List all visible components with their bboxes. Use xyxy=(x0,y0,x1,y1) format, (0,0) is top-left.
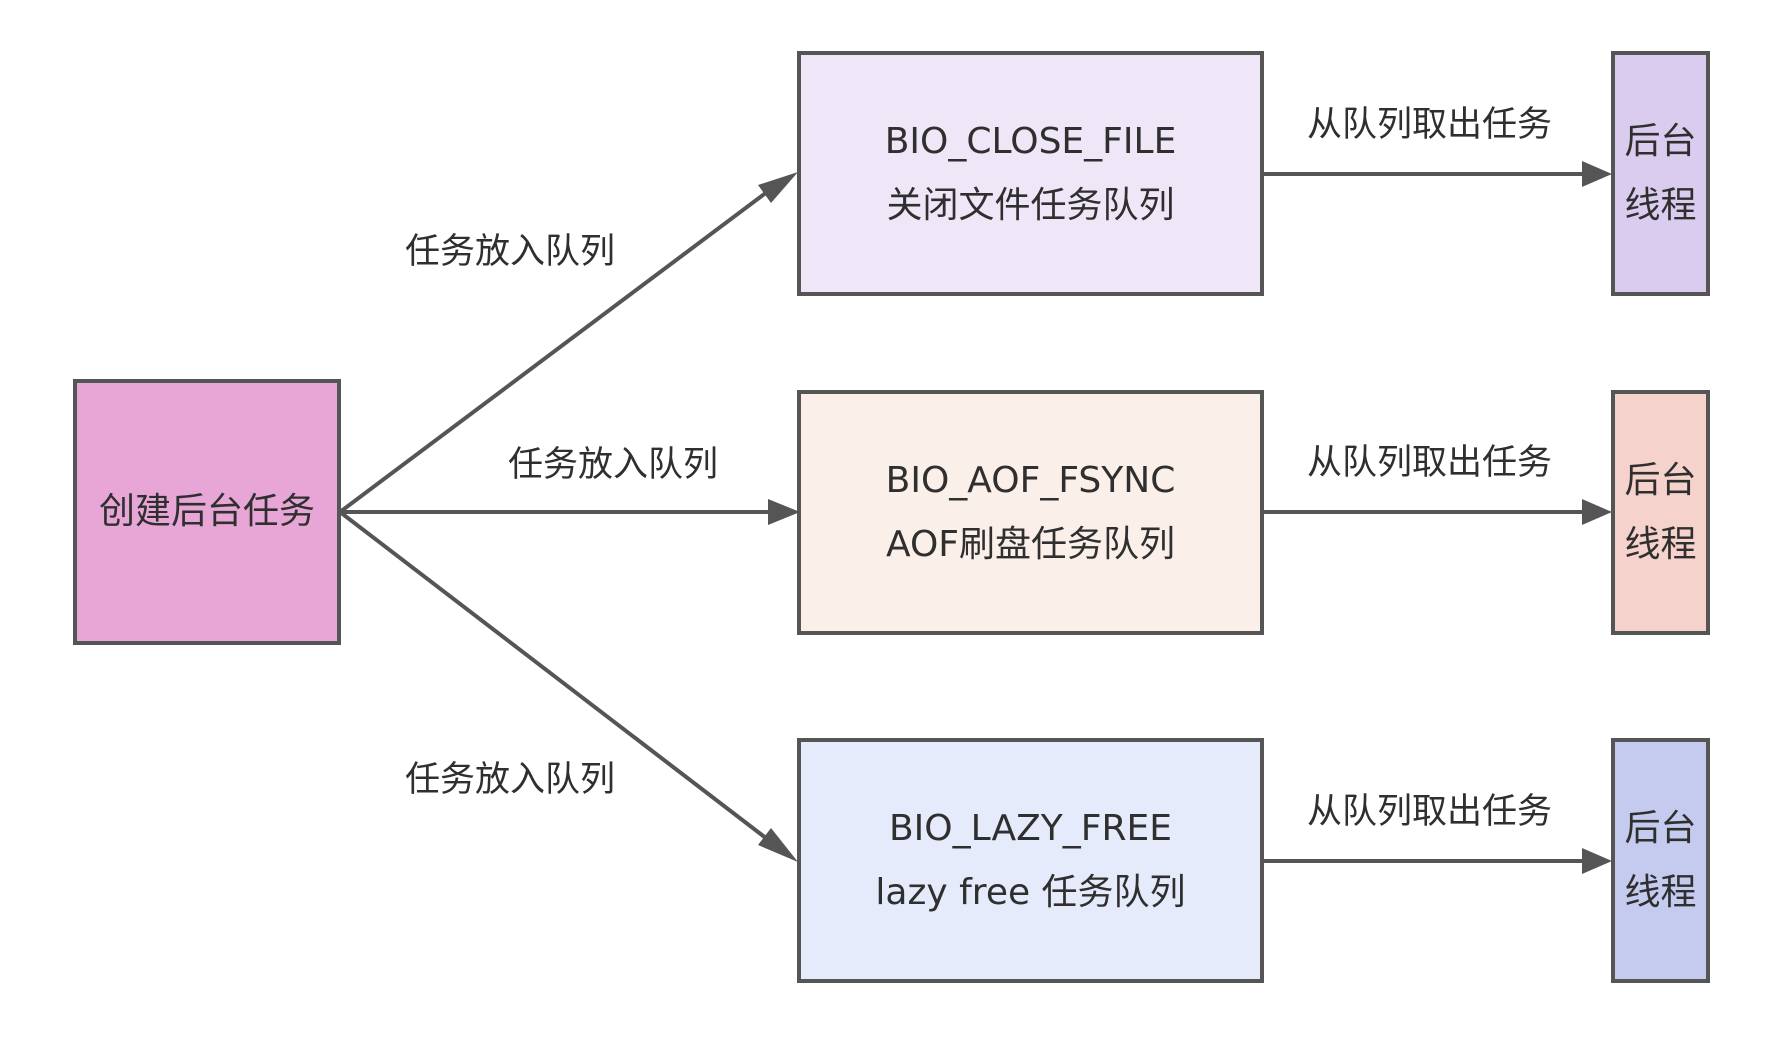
background-thread-2: 后台 线程 xyxy=(1611,390,1710,635)
arrowhead-lazy-free xyxy=(758,828,798,862)
arrowhead-thread-3 xyxy=(1582,848,1612,874)
thread-label-line2: 线程 xyxy=(1624,184,1697,226)
queue-bio-aof-fsync: BIO_AOF_FSYNC AOF刷盘任务队列 xyxy=(797,390,1264,635)
queue-description: lazy free 任务队列 xyxy=(875,871,1186,913)
edge-label-enqueue-lazy-free: 任务放入队列 xyxy=(405,760,616,800)
edge-label-enqueue-aof-fsync: 任务放入队列 xyxy=(508,445,719,485)
background-thread-3: 后台 线程 xyxy=(1611,738,1710,983)
thread-label-line1: 后台 xyxy=(1624,459,1697,501)
create-background-task-node: 创建后台任务 xyxy=(73,379,341,645)
queue-name: BIO_AOF_FSYNC xyxy=(885,459,1176,501)
create-background-task-label: 创建后台任务 xyxy=(98,491,315,532)
arrowhead-thread-1 xyxy=(1582,161,1612,187)
edge-label-dequeue-2: 从队列取出任务 xyxy=(1307,443,1553,483)
arrowhead-aof-fsync xyxy=(768,499,800,525)
queue-description: AOF刷盘任务队列 xyxy=(885,523,1176,565)
thread-label-line2: 线程 xyxy=(1624,871,1697,913)
thread-label-line1: 后台 xyxy=(1624,120,1697,162)
background-thread-1: 后台 线程 xyxy=(1611,51,1710,296)
edge-source-to-lazy-free xyxy=(338,510,777,847)
edge-label-dequeue-3: 从队列取出任务 xyxy=(1307,792,1553,832)
queue-name: BIO_CLOSE_FILE xyxy=(884,120,1177,162)
arrowhead-thread-2 xyxy=(1582,499,1612,525)
edge-label-enqueue-close-file: 任务放入队列 xyxy=(405,232,616,272)
queue-name: BIO_LAZY_FREE xyxy=(888,807,1173,849)
arrowhead-close-file xyxy=(758,172,798,203)
queue-bio-lazy-free: BIO_LAZY_FREE lazy free 任务队列 xyxy=(797,738,1264,983)
edge-label-dequeue-1: 从队列取出任务 xyxy=(1307,105,1553,145)
edge-source-to-close-file xyxy=(338,184,777,514)
thread-label-line1: 后台 xyxy=(1624,807,1697,849)
queue-description: 关闭文件任务队列 xyxy=(886,184,1175,226)
thread-label-line2: 线程 xyxy=(1624,523,1697,565)
queue-bio-close-file: BIO_CLOSE_FILE 关闭文件任务队列 xyxy=(797,51,1264,296)
